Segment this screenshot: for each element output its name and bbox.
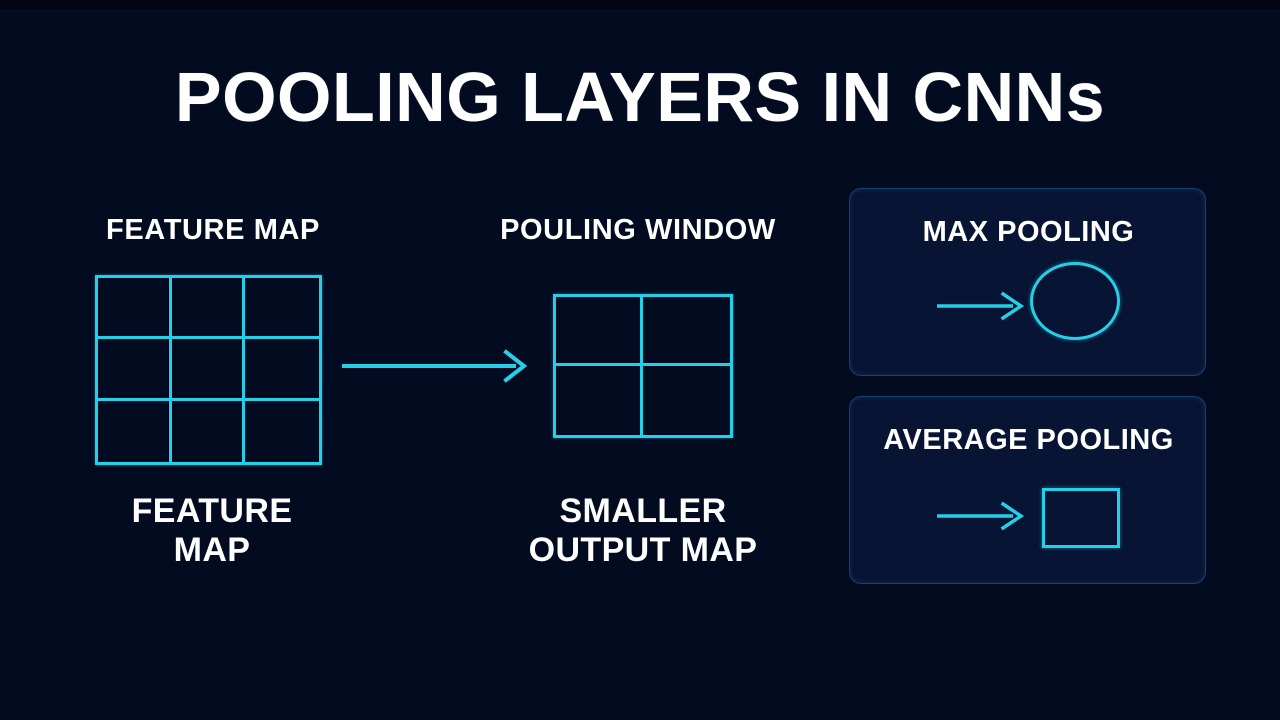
circle-outline-icon <box>1030 262 1120 340</box>
arrow-right-icon <box>342 349 528 383</box>
arrow-right-icon <box>937 291 1025 321</box>
feature-map-cell <box>171 339 246 401</box>
feature-map-caption-line-1: FEATURE <box>131 492 293 530</box>
feature-map-cell <box>98 339 172 401</box>
average-pooling-title: AVERAGE POOLING <box>883 424 1174 456</box>
feature-map-grid <box>95 275 322 465</box>
feature-map-cell <box>98 400 172 462</box>
output-map-caption-line-2: OUTPUT MAP <box>528 531 758 570</box>
square-outline-icon <box>1042 488 1120 548</box>
output-map-caption-line-1: SMALLER <box>559 492 727 530</box>
top-edge-band <box>0 0 1280 9</box>
average-pooling-panel[interactable]: AVERAGE POOLING <box>849 396 1206 584</box>
pooling-window-heading: POULING WINDOW <box>500 214 776 246</box>
pooling-window-cell <box>643 366 730 435</box>
pooling-window-cell <box>643 297 730 366</box>
arrow-right-icon <box>937 501 1025 531</box>
feature-map-cell <box>245 401 319 462</box>
max-pooling-title: MAX POOLING <box>922 216 1135 248</box>
feature-map-cell <box>98 278 172 340</box>
feature-map-cell <box>171 278 246 340</box>
feature-map-cell <box>245 339 319 401</box>
feature-map-caption-line-2: MAP <box>173 531 251 570</box>
feature-map-heading: FEATURE MAP <box>106 214 320 246</box>
pooling-window-grid <box>553 294 733 438</box>
feature-map-cell <box>245 278 319 340</box>
feature-map-cell <box>172 400 246 462</box>
pooling-window-cell <box>556 366 643 435</box>
pooling-window-cell <box>556 297 643 366</box>
max-pooling-panel[interactable]: MAX POOLING <box>849 188 1206 376</box>
page-title: POOLING LAYERS IN CNNs <box>174 58 1106 136</box>
